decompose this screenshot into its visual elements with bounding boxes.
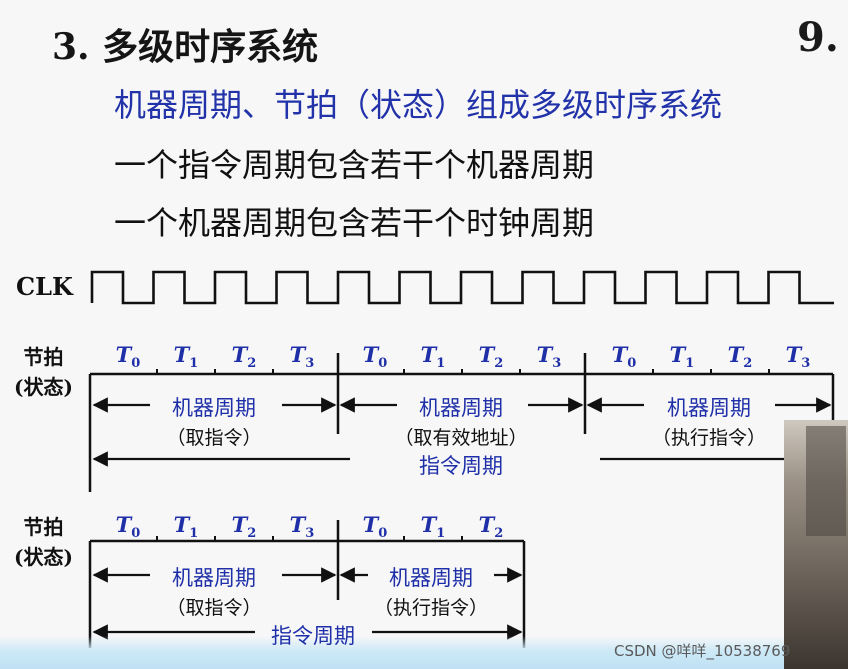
machine-cycle-note: （执行指令）	[374, 593, 488, 620]
row-label-1: 节拍 (状态)	[14, 342, 73, 402]
beat-label: T2	[479, 512, 504, 541]
row-label-2-line2: (状态)	[14, 542, 73, 572]
beat-letter: T	[728, 342, 744, 367]
beat-letter: T	[363, 512, 379, 537]
beat-letter: T	[421, 342, 437, 367]
machine-cycle-note: （取指令）	[166, 423, 261, 450]
beat-index: 2	[247, 356, 256, 371]
beat-letter: T	[174, 512, 190, 537]
machine-cycle-label: 机器周期	[667, 392, 751, 422]
beat-label: T0	[116, 512, 141, 541]
row-label-2-line1: 节拍	[14, 512, 73, 542]
beat-letter: T	[670, 342, 686, 367]
beat-index: 3	[552, 356, 561, 371]
beat-letter: T	[290, 512, 306, 537]
beat-label: T2	[728, 342, 753, 371]
clk-wave-path	[92, 272, 834, 303]
beat-label: T0	[363, 512, 388, 541]
beat-letter: T	[116, 512, 132, 537]
beat-index: 2	[247, 526, 256, 541]
beat-label: T3	[290, 512, 315, 541]
presenter-video-overlay	[784, 420, 848, 669]
beat-letter: T	[232, 342, 248, 367]
beat-index: 1	[436, 526, 445, 541]
beat-label: T3	[290, 342, 315, 371]
beat-label: T1	[421, 342, 446, 371]
beat-letter: T	[786, 342, 802, 367]
presenter-video-background	[806, 426, 846, 536]
beat-letter: T	[232, 512, 248, 537]
beat-label: T2	[232, 342, 257, 371]
beat-label: T1	[670, 342, 695, 371]
beat-index: 0	[627, 356, 636, 371]
beat-label: T1	[421, 512, 446, 541]
beat-letter: T	[612, 342, 628, 367]
beat-index: 0	[378, 356, 387, 371]
machine-cycle-label: 机器周期	[172, 562, 256, 592]
beat-label: T3	[537, 342, 562, 371]
instruction-cycle-label: 指令周期	[271, 620, 355, 650]
beat-label: T0	[363, 342, 388, 371]
beat-index: 0	[378, 526, 387, 541]
instruction-cycle-label: 指令周期	[419, 450, 503, 480]
beat-index: 1	[436, 356, 445, 371]
machine-cycle-label: 机器周期	[172, 392, 256, 422]
beat-label: T3	[786, 342, 811, 371]
beat-label: T0	[612, 342, 637, 371]
beat-index: 0	[131, 526, 140, 541]
beat-index: 1	[685, 356, 694, 371]
beat-letter: T	[479, 512, 495, 537]
beat-label: T0	[116, 342, 141, 371]
beat-label: T2	[479, 342, 504, 371]
beat-letter: T	[537, 342, 553, 367]
machine-cycle-note: （取有效地址）	[394, 423, 527, 450]
beat-index: 1	[189, 356, 198, 371]
machine-cycle-label: 机器周期	[419, 392, 503, 422]
watermark: CSDN @咩咩_10538769	[614, 640, 790, 661]
beat-index: 2	[743, 356, 752, 371]
beat-letter: T	[290, 342, 306, 367]
beat-label: T1	[174, 342, 199, 371]
row-label-2: 节拍 (状态)	[14, 512, 73, 572]
machine-cycle-label: 机器周期	[389, 562, 473, 592]
beat-letter: T	[116, 342, 132, 367]
beat-letter: T	[363, 342, 379, 367]
beat-index: 3	[305, 526, 314, 541]
beat-index: 2	[494, 356, 503, 371]
beat-index: 2	[494, 526, 503, 541]
beat-index: 0	[131, 356, 140, 371]
beat-letter: T	[421, 512, 437, 537]
beat-index: 3	[305, 356, 314, 371]
clk-waveform	[92, 272, 834, 303]
beat-label: T2	[232, 512, 257, 541]
row-label-1-line1: 节拍	[14, 342, 73, 372]
row-label-1-line2: (状态)	[14, 372, 73, 402]
beat-index: 1	[189, 526, 198, 541]
beat-index: 3	[801, 356, 810, 371]
beat-label: T1	[174, 512, 199, 541]
machine-cycle-note: （取指令）	[166, 593, 261, 620]
beat-letter: T	[174, 342, 190, 367]
machine-cycle-note: （执行指令）	[652, 423, 766, 450]
beat-letter: T	[479, 342, 495, 367]
